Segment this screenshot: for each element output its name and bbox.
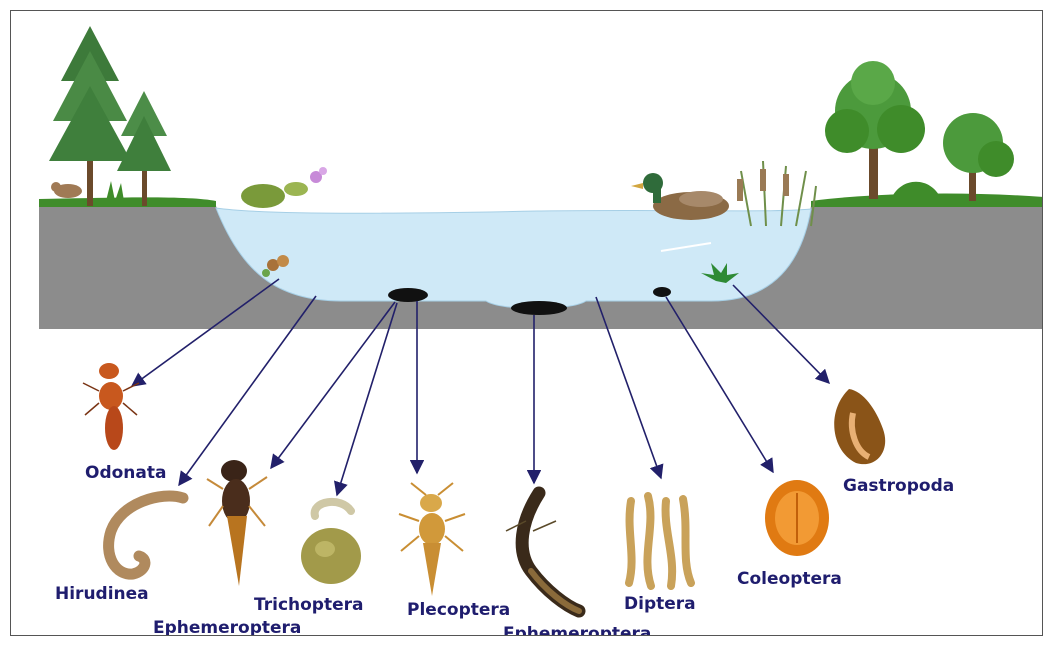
hirudinea-leech-icon — [109, 496, 183, 574]
label-ephemeroptera-2: Ephemeroptera — [503, 624, 651, 636]
coleoptera-larva-icon — [765, 480, 829, 556]
label-gastropoda: Gastropoda — [843, 476, 954, 496]
label-ephemeroptera-1: Ephemeroptera — [153, 618, 301, 636]
ephemeroptera-nymph-icon-1 — [207, 460, 267, 586]
sediment-2 — [511, 301, 567, 315]
pine-tree-left — [49, 26, 131, 206]
diagram-frame: Odonata Hirudinea Ephemeroptera Trichopt… — [10, 10, 1043, 636]
chipmunk-icon — [51, 182, 82, 198]
label-trichoptera: Trichoptera — [254, 595, 363, 615]
sediment-3 — [653, 287, 671, 297]
frog-icon — [241, 167, 327, 208]
pond-water — [216, 208, 811, 309]
sediment-1 — [388, 288, 428, 302]
odonata-nymph-icon — [83, 363, 139, 450]
pine-tree-left-small — [117, 91, 171, 206]
deciduous-tree-right-small — [943, 113, 1014, 201]
label-diptera: Diptera — [624, 594, 696, 614]
pond-ecosystem-diagram: Odonata Hirudinea Ephemeroptera Trichopt… — [11, 11, 1043, 636]
deciduous-tree-right — [825, 61, 925, 199]
plecoptera-nymph-icon — [399, 483, 465, 596]
gastropoda-snail-icon — [834, 389, 885, 464]
diptera-larvae-icon — [629, 496, 691, 586]
label-odonata: Odonata — [85, 463, 166, 483]
label-plecoptera: Plecoptera — [407, 600, 510, 620]
grass-left — [39, 197, 216, 207]
bush-right — [891, 182, 941, 199]
ephemeroptera-nymph-icon-2 — [506, 493, 579, 611]
trichoptera-larva-icon — [301, 502, 361, 584]
label-coleoptera: Coleoptera — [737, 569, 842, 589]
arrow-trichoptera — [337, 303, 397, 495]
label-hirudinea: Hirudinea — [55, 584, 149, 604]
